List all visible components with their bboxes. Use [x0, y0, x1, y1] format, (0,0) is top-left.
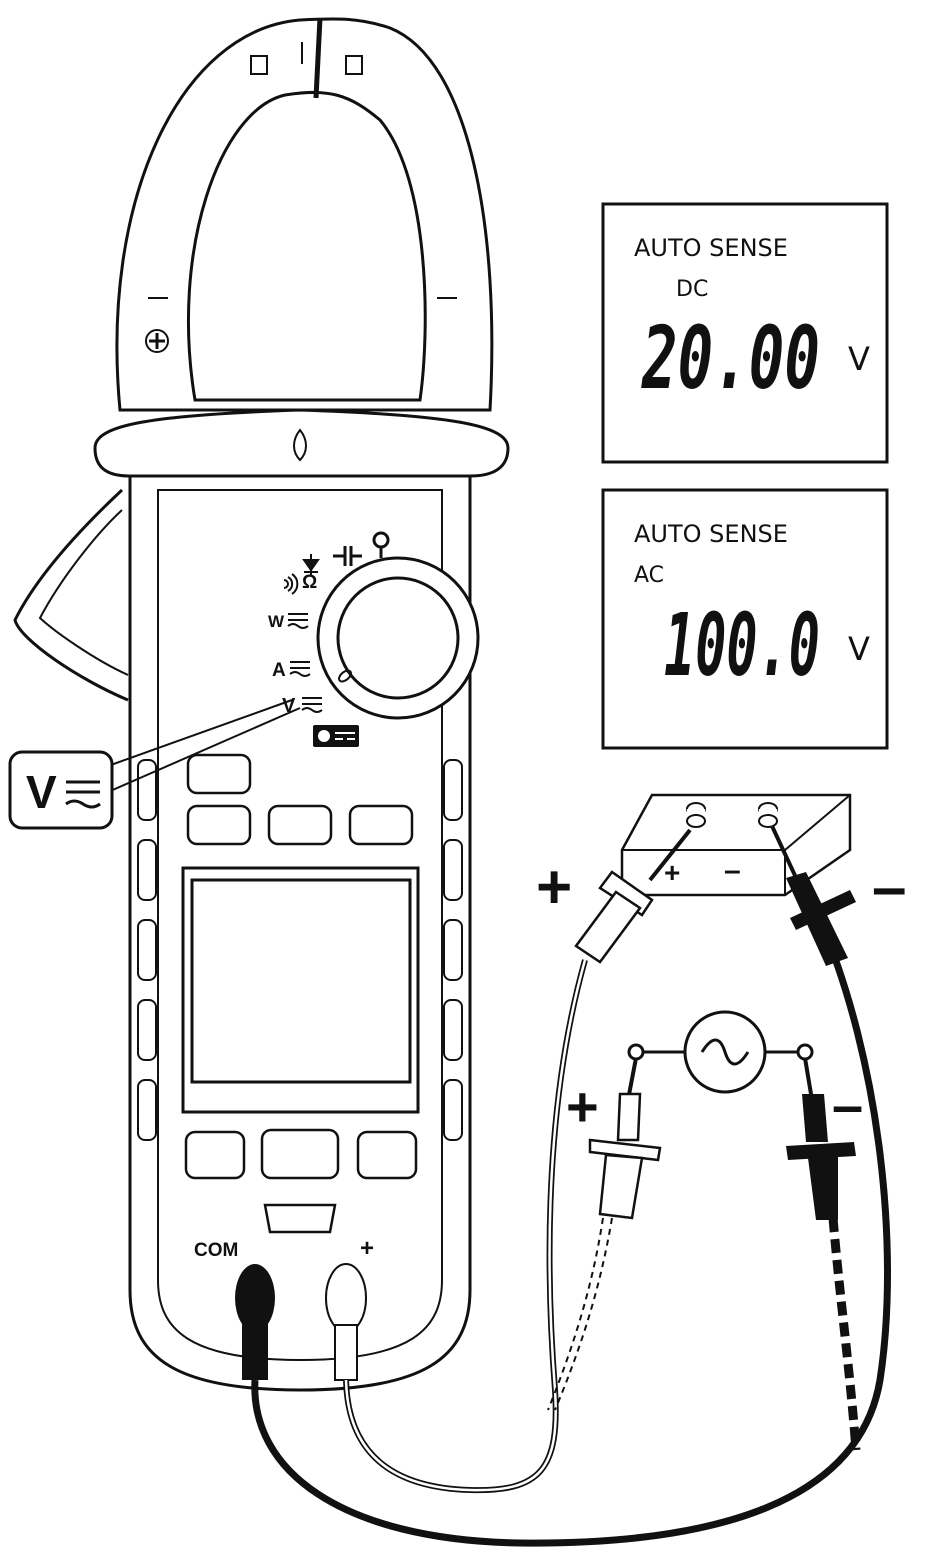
lcd-ac-mode: AUTO SENSE: [634, 520, 788, 548]
right-button[interactable]: [356, 1130, 418, 1180]
ac-plus-label: +: [566, 1075, 599, 1138]
dc-plus-label: +: [536, 853, 572, 922]
dial-label-power: W: [268, 612, 309, 631]
ac-red-probe: [588, 1057, 662, 1220]
backlight-button[interactable]: [263, 1203, 337, 1234]
test-leads: [251, 918, 891, 1547]
zero-button[interactable]: [348, 804, 414, 846]
keypad-upper: [186, 753, 414, 846]
dial-label-resistance: Ω: [302, 572, 317, 593]
battery-icon: + –: [620, 793, 852, 897]
ac-source-icon: [627, 1010, 814, 1094]
lcd-ac-reading: 100.0: [664, 596, 820, 696]
lcd-dc-coupling: DC: [676, 277, 708, 302]
com-jack[interactable]: [235, 1264, 275, 1380]
meter-screen: [181, 866, 420, 1114]
battery-minus-label: –: [724, 854, 741, 887]
off-icon: [313, 725, 359, 747]
lcd-dc-reading: 20.00: [641, 309, 820, 409]
lcd-dc-unit: V: [848, 340, 870, 378]
lcd-ac-panel: AUTO SENSE AC 100.0 V: [601, 488, 889, 750]
left-button[interactable]: [184, 1130, 246, 1180]
com-jack-label: COM: [194, 1240, 238, 1261]
jaw-alignment-mark: [293, 428, 307, 462]
ac-black-probe: [786, 1057, 856, 1220]
mode-button[interactable]: [186, 804, 252, 846]
dc-minus-label: –: [872, 853, 906, 922]
clamp-trigger[interactable]: [13, 488, 129, 702]
keypad-lower: [184, 1128, 418, 1234]
bulb-icon: [372, 531, 390, 558]
lcd-dc-panel: AUTO SENSE DC 20.00 V: [601, 202, 889, 464]
hold-button[interactable]: [267, 804, 333, 846]
ac-minus-label: –: [832, 1073, 863, 1136]
svg-text:A: A: [272, 660, 286, 681]
svg-text:W: W: [268, 612, 285, 631]
lcd-dc-mode: AUTO SENSE: [634, 234, 788, 262]
dc-black-probe: [770, 825, 856, 966]
diode-icon: [302, 554, 320, 576]
dial-label-current: A: [272, 660, 311, 681]
plus-jack-label: +: [360, 1235, 374, 1262]
plus-jack[interactable]: [325, 1263, 367, 1381]
capacitor-icon: [333, 546, 362, 566]
battery-plus-label: +: [664, 857, 680, 888]
function-callout: V: [8, 699, 301, 830]
dc-red-probe: [574, 828, 692, 964]
plus-circle-icon: [145, 329, 169, 353]
clamp-jaws: [115, 17, 494, 412]
range-button[interactable]: [186, 753, 252, 795]
continuity-icon: [283, 573, 299, 595]
callout-voltage-symbol: V: [26, 766, 57, 818]
svg-text:Ω: Ω: [302, 572, 317, 593]
lcd-ac-coupling: AC: [634, 563, 664, 588]
rotary-dial[interactable]: [316, 556, 480, 720]
center-button[interactable]: [260, 1128, 340, 1180]
lcd-ac-unit: V: [848, 630, 870, 668]
